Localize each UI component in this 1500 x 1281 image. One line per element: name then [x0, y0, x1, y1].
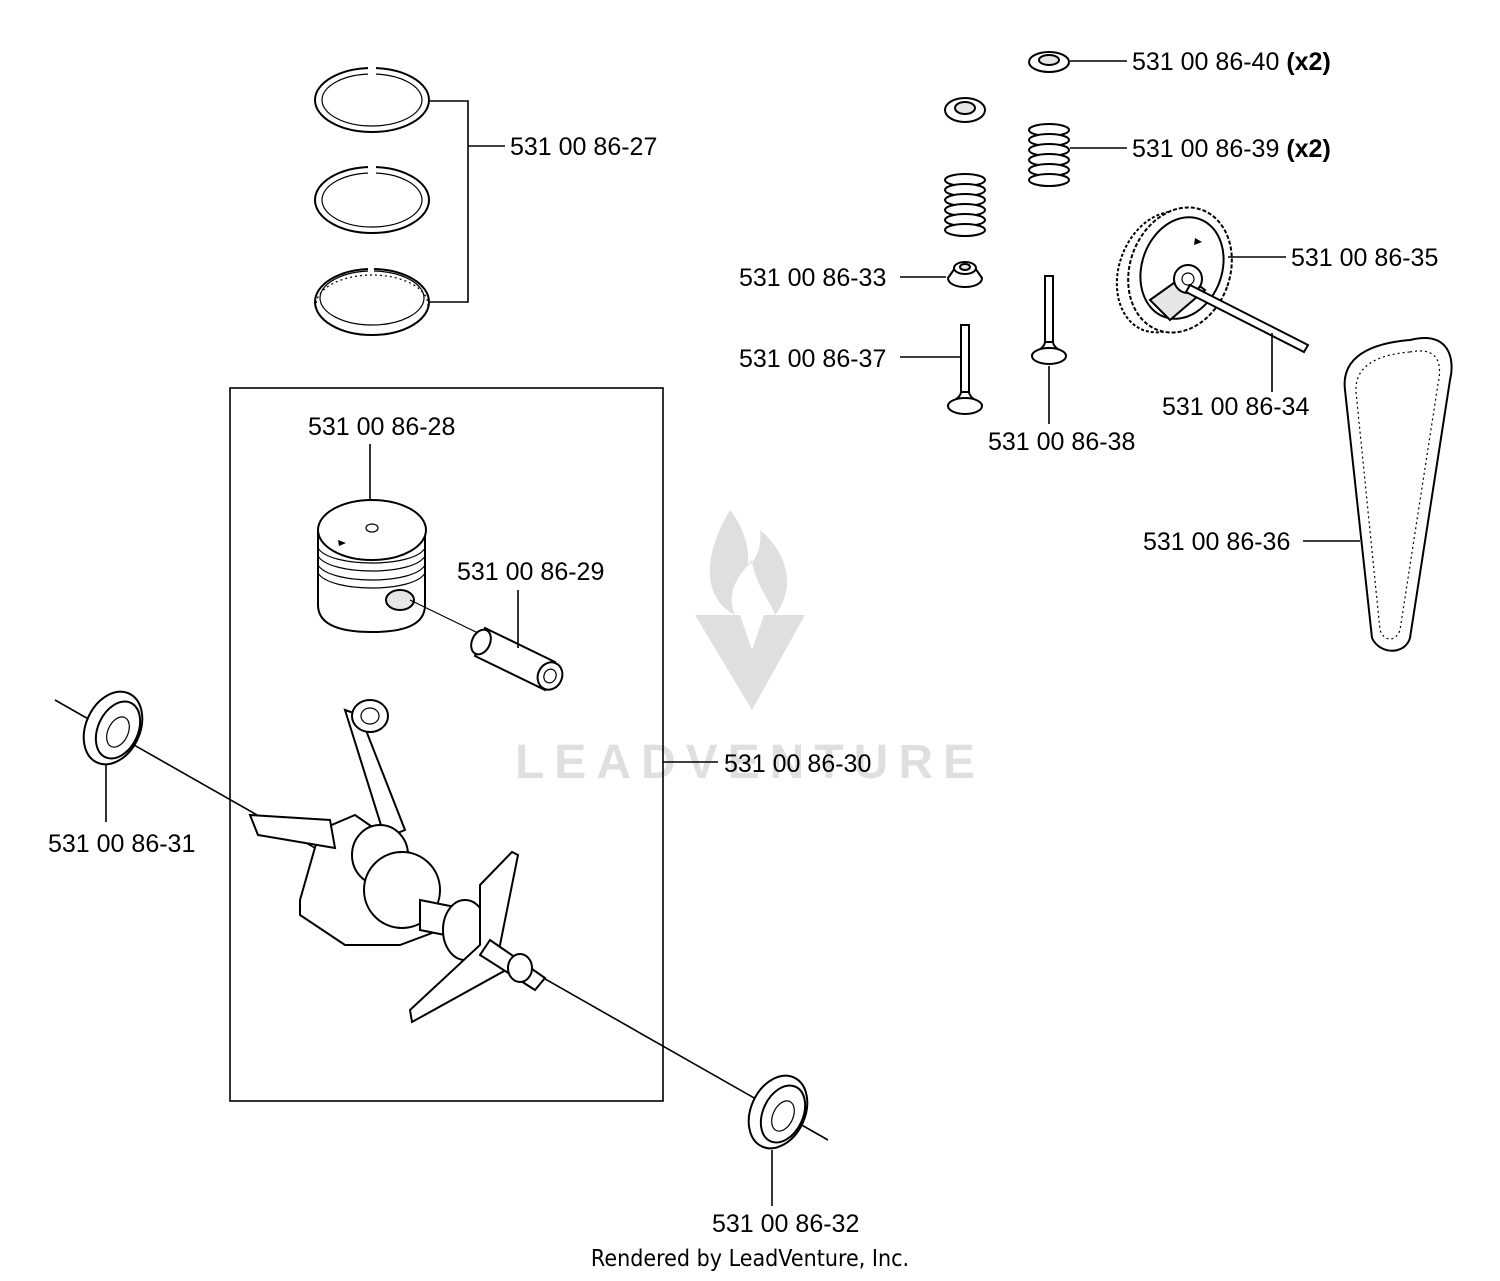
- v-logo-icon: [695, 615, 805, 710]
- callout-531-00-86-34: 531 00 86-34: [1162, 393, 1309, 421]
- piston-rings: [314, 65, 430, 336]
- oil-seal-left: [82, 690, 144, 766]
- callout-531-00-86-27: 531 00 86-27: [510, 133, 657, 161]
- camshaft-pin: [1184, 283, 1310, 354]
- timing-belt: [1343, 337, 1453, 652]
- valve-stem-seal: [946, 261, 984, 288]
- callout-531-00-86-33: 531 00 86-33: [739, 264, 886, 292]
- piston-pin: [470, 626, 564, 692]
- spring-retainer-upper: [1028, 51, 1070, 73]
- flame-logo-icon: [709, 510, 787, 615]
- callout-531-00-86-39: 531 00 86-39 (x2): [1132, 135, 1331, 163]
- watermark-text: LEADVENTURE: [515, 736, 985, 789]
- callout-531-00-86-31: 531 00 86-31: [48, 830, 195, 858]
- callout-531-00-86-38: 531 00 86-38: [988, 428, 1135, 456]
- callout-531-00-86-28: 531 00 86-28: [308, 413, 455, 441]
- spring-retainer-lower: [944, 97, 986, 123]
- oil-seal-right: [747, 1074, 809, 1150]
- valve-spring-left: [944, 173, 986, 237]
- callout-531-00-86-35: 531 00 86-35: [1291, 244, 1438, 272]
- callout-531-00-86-30: 531 00 86-30: [724, 750, 871, 778]
- piston: [317, 499, 427, 634]
- valve-spring-right: [1028, 123, 1070, 187]
- camshaft-gear: [1115, 206, 1233, 334]
- callout-531-00-86-36: 531 00 86-36: [1143, 528, 1290, 556]
- crankshaft: [248, 699, 547, 1024]
- callout-531-00-86-37: 531 00 86-37: [739, 345, 886, 373]
- callout-531-00-86-40: 531 00 86-40 (x2): [1132, 48, 1331, 76]
- watermark: LEADVENTURE: [515, 510, 985, 789]
- callout-531-00-86-32: 531 00 86-32: [712, 1210, 859, 1238]
- leader-27: [430, 100, 469, 303]
- valve-left: [946, 324, 984, 415]
- valve-right: [1030, 275, 1068, 365]
- assembly-box-30: [229, 387, 664, 1102]
- callout-531-00-86-29: 531 00 86-29: [457, 558, 604, 586]
- footer-credit: Rendered by LeadVenture, Inc.: [590, 1246, 910, 1272]
